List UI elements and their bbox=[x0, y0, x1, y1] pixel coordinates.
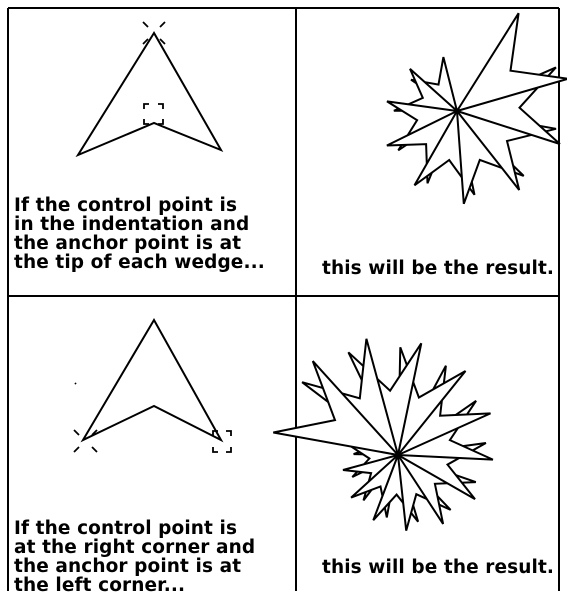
caption-panel-3: If the control point is at the right cor… bbox=[14, 519, 255, 595]
wedge-shape-1 bbox=[78, 22, 221, 155]
wedge-shape-2 bbox=[74, 320, 231, 452]
caption-panel-1: If the control point is in the indentati… bbox=[14, 196, 265, 272]
caption-panel-2: this will be the result. bbox=[322, 259, 554, 278]
anchor-point-marker-2 bbox=[74, 430, 97, 452]
result-spiral bbox=[273, 339, 493, 531]
result-star-1 bbox=[387, 13, 567, 204]
caption-panel-4: this will be the result. bbox=[322, 558, 554, 577]
